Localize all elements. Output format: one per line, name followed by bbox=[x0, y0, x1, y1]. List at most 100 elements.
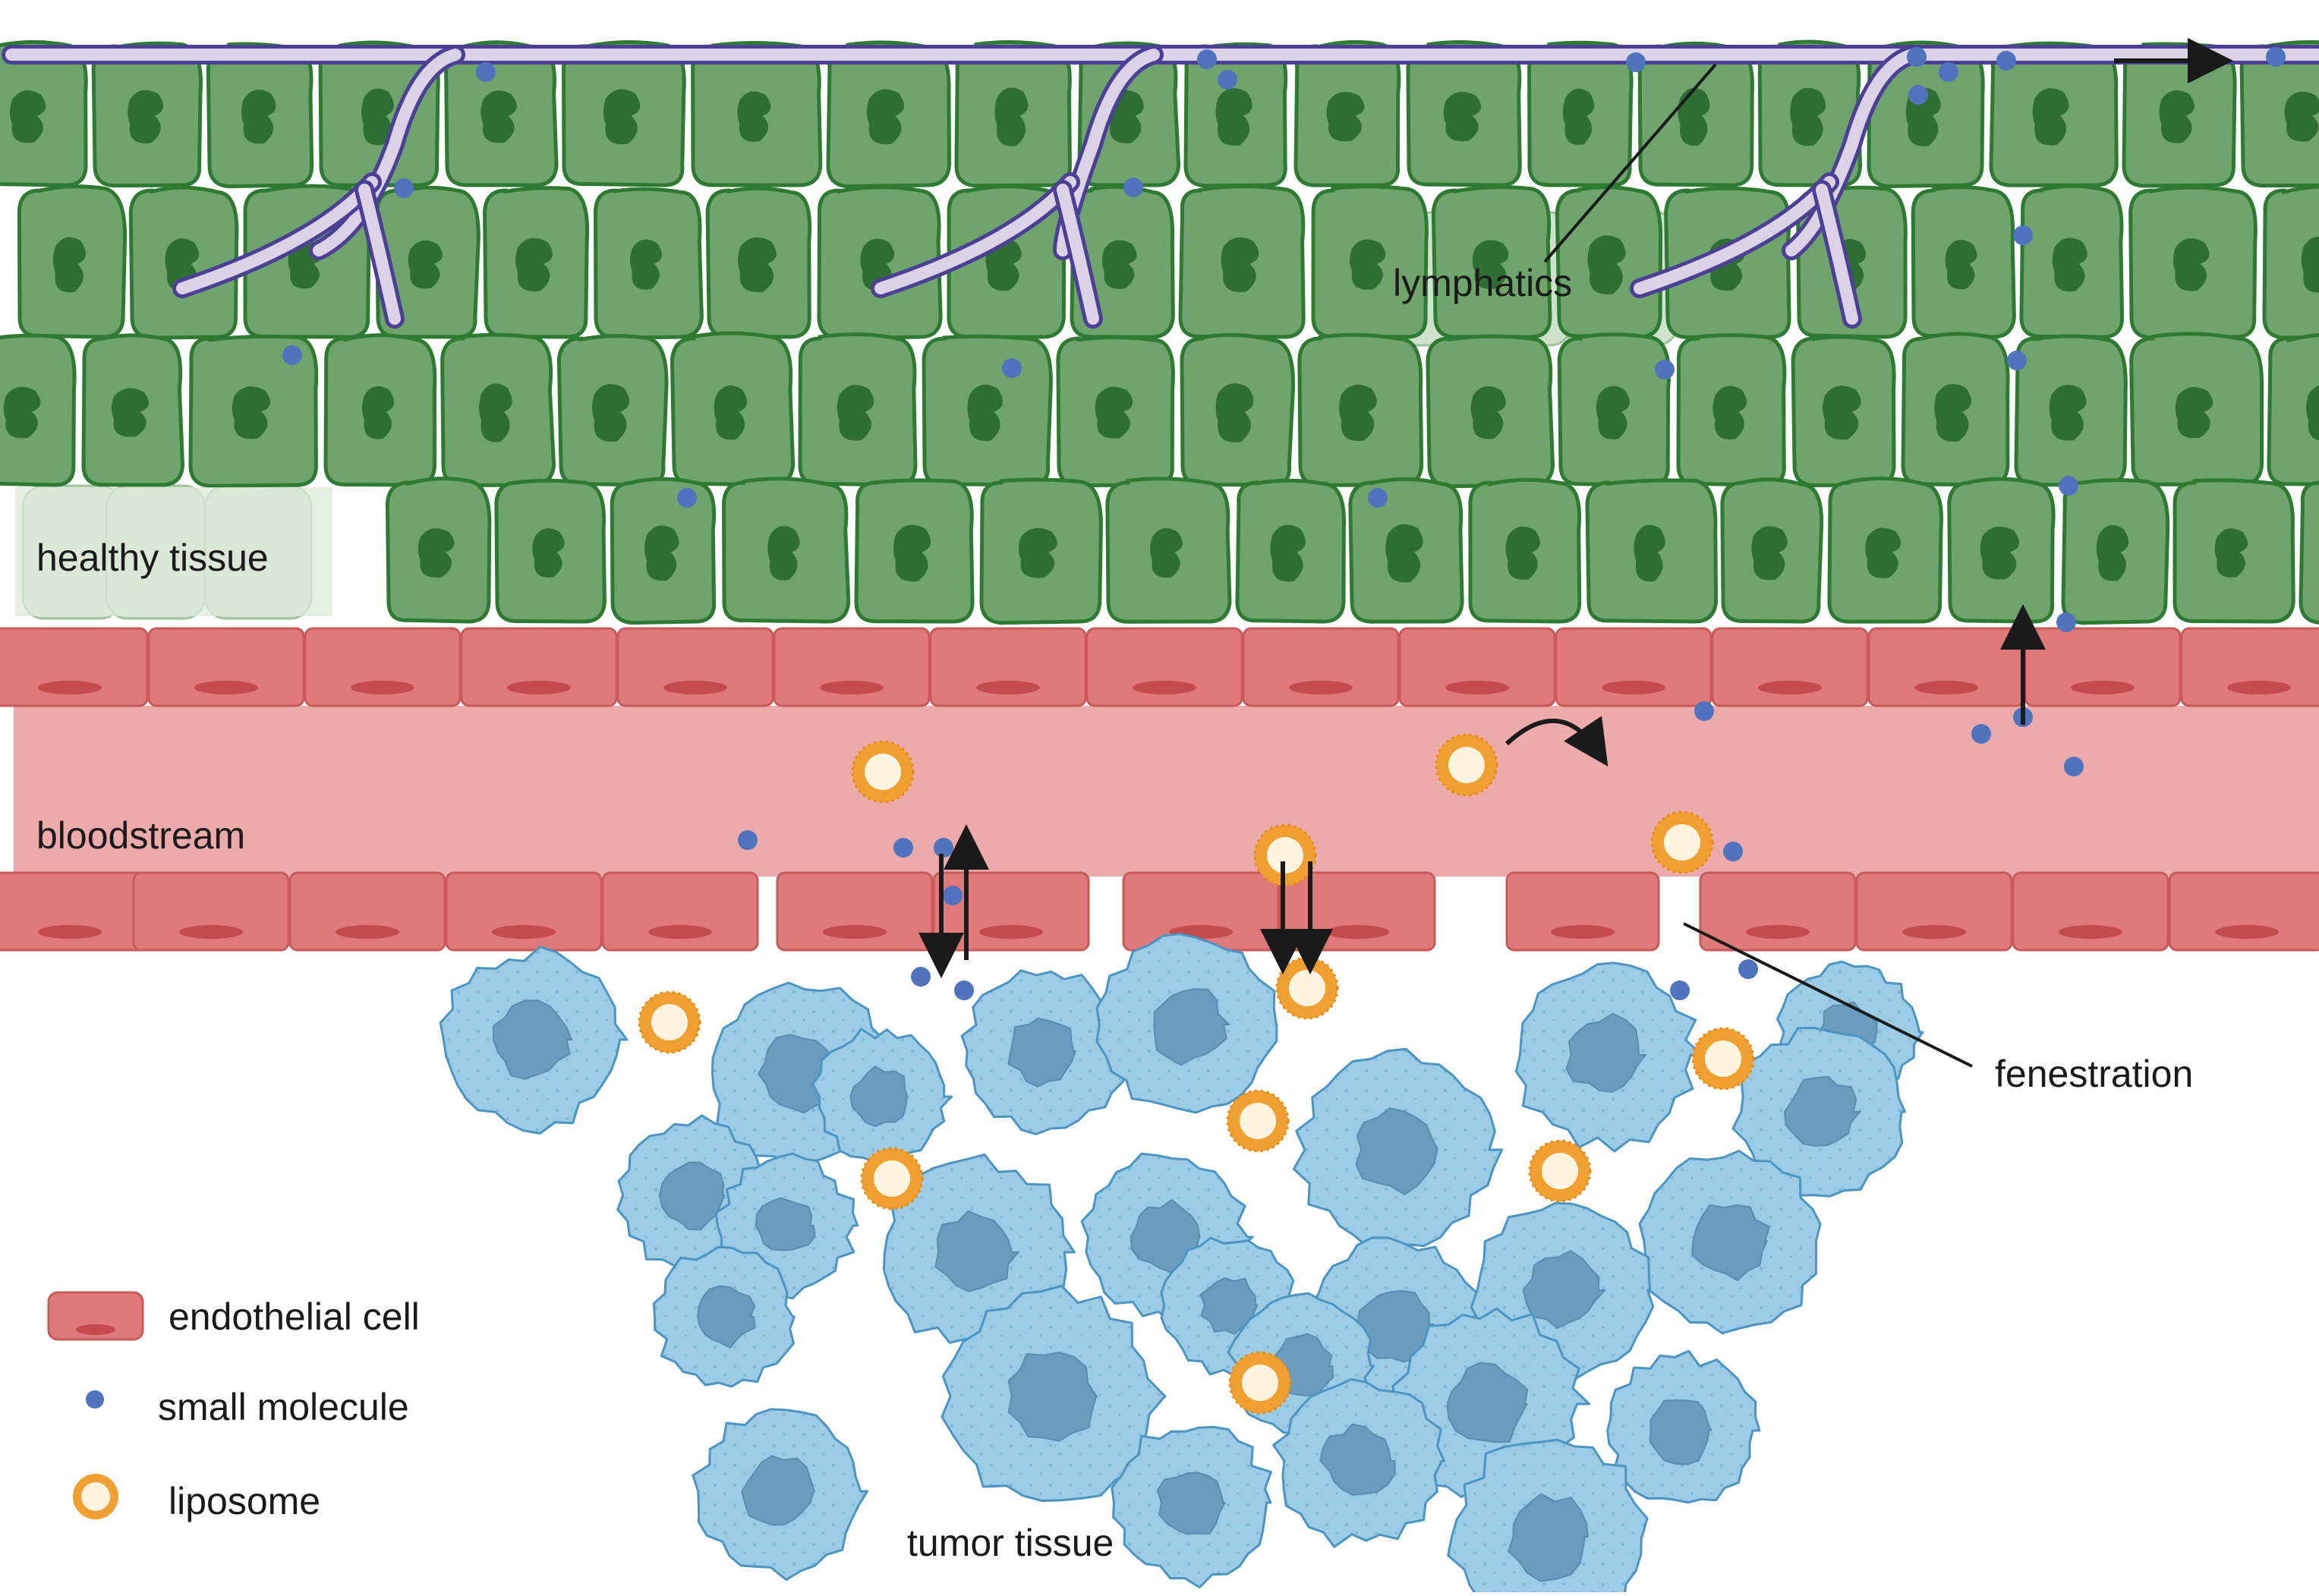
small-molecule-icon bbox=[2056, 612, 2076, 632]
tumor-cell-icon bbox=[1095, 933, 1278, 1114]
healthy-cell-icon bbox=[1555, 185, 1662, 339]
bloodstream-lumen bbox=[14, 706, 2319, 877]
healthy-cell-icon bbox=[1348, 477, 1464, 624]
particles bbox=[282, 47, 2286, 1415]
healthy-cell-icon bbox=[594, 187, 704, 340]
liposome-icon bbox=[860, 1147, 924, 1210]
endothelial-cell-icon bbox=[1085, 627, 1243, 707]
small-molecule-icon bbox=[1723, 842, 1743, 861]
liposome-icon bbox=[1650, 811, 1714, 874]
endothelial-cell-icon bbox=[304, 627, 462, 707]
tumor-cell-icon bbox=[1111, 1425, 1272, 1589]
tumor-cell-icon bbox=[1292, 1047, 1503, 1249]
endothelial-cell-icon bbox=[932, 871, 1090, 952]
small-molecule-icon bbox=[282, 345, 302, 365]
healthy-cell-icon bbox=[1426, 334, 1555, 489]
small-molecule-icon bbox=[1197, 49, 1217, 69]
healthy-cell-icon bbox=[556, 334, 669, 487]
small-molecule-icon bbox=[1971, 724, 1991, 744]
endothelial-cell-icon bbox=[445, 871, 603, 952]
healthy-cell-icon bbox=[1557, 332, 1671, 487]
healthy-cell-icon bbox=[2239, 39, 2319, 188]
healthy-cell-icon bbox=[1431, 184, 1552, 339]
healthy-tissue-label: healthy tissue bbox=[36, 537, 269, 579]
healthy-cell-icon bbox=[17, 184, 127, 339]
endothelial-cell-icon bbox=[601, 871, 759, 952]
small-molecule-icon bbox=[893, 838, 913, 858]
healthy-cell-icon bbox=[1791, 335, 1896, 487]
healthy-cell-icon bbox=[494, 478, 607, 624]
healthy-cell-icon bbox=[2019, 184, 2125, 339]
arrow-icon bbox=[1505, 716, 1608, 767]
healthy-cell-icon bbox=[1297, 332, 1424, 487]
healthy-cell-icon bbox=[0, 333, 77, 487]
endothelial-cell-icon bbox=[2180, 627, 2319, 707]
legend-liposome-icon bbox=[73, 1474, 118, 1519]
healthy-cell-icon bbox=[1757, 39, 1863, 187]
legend-endothelial-cell-label: endothelial cell bbox=[169, 1295, 420, 1338]
endothelial-cell-icon bbox=[1398, 627, 1556, 707]
legend-small-molecule-icon bbox=[86, 1390, 104, 1409]
healthy-cell-icon bbox=[1468, 477, 1582, 624]
tumor-cell-icon bbox=[811, 1028, 953, 1163]
liposome-icon bbox=[1226, 1089, 1290, 1153]
healthy-cell-icon bbox=[128, 185, 239, 340]
healthy-cell-icon bbox=[1676, 333, 1787, 487]
healthy-cell-icon bbox=[188, 334, 319, 488]
healthy-cell-icon bbox=[817, 185, 943, 341]
small-molecule-icon bbox=[2266, 47, 2286, 67]
small-molecule-icon bbox=[1670, 981, 1690, 1000]
small-molecule-icon bbox=[2007, 351, 2027, 370]
lymph-vessel-icon bbox=[354, 180, 405, 329]
endothelial-cell-icon bbox=[2168, 871, 2319, 952]
healthy-cell-icon bbox=[2262, 184, 2319, 340]
small-molecule-icon bbox=[677, 488, 697, 508]
blood-vessel bbox=[0, 627, 2319, 952]
healthy-cell-icon bbox=[854, 478, 975, 624]
liposome-icon bbox=[1528, 1139, 1592, 1203]
transport-arrows bbox=[918, 38, 2233, 978]
small-molecule-icon bbox=[2013, 225, 2033, 245]
lymphatic-vessels bbox=[2, 45, 2319, 329]
healthy-cell-icon bbox=[375, 185, 480, 339]
endothelial-cell-icon bbox=[773, 627, 931, 707]
tumor-cell-icon bbox=[1272, 1377, 1446, 1548]
healthy-cell-icon bbox=[1947, 477, 2056, 624]
tumor-cell-icon bbox=[1606, 1349, 1761, 1504]
small-molecule-icon bbox=[911, 967, 931, 987]
small-molecule-icon bbox=[394, 178, 414, 198]
endothelial-cell-icon bbox=[0, 871, 149, 952]
legend-liposome-label: liposome bbox=[169, 1480, 320, 1522]
healthy-cell-icon bbox=[1235, 478, 1347, 624]
healthy-cell-icon bbox=[1406, 40, 1522, 187]
healthy-cell-icon bbox=[670, 331, 796, 487]
small-molecule-icon bbox=[954, 981, 974, 1000]
legend-endothelial-cell-icon bbox=[47, 1291, 144, 1341]
tumor-cell-icon bbox=[941, 1284, 1167, 1502]
endothelial-cell-icon bbox=[776, 871, 934, 952]
labels: lymphatics healthy tissue bloodstream fe… bbox=[15, 63, 2193, 1564]
liposome-icon bbox=[1691, 1027, 1755, 1091]
liposome-icon bbox=[1228, 1351, 1292, 1415]
tumor-cell-icon bbox=[652, 1245, 796, 1388]
small-molecule-icon bbox=[1738, 959, 1758, 979]
liposome-icon bbox=[851, 740, 915, 804]
healthy-cell-icon bbox=[1178, 184, 1306, 339]
legend-small-molecule-label: small molecule bbox=[158, 1386, 409, 1428]
healthy-cell-icon bbox=[2129, 332, 2264, 487]
small-molecule-icon bbox=[2064, 757, 2084, 776]
lymph-vessel-icon bbox=[1812, 180, 1862, 329]
healthy-tissue-region bbox=[0, 39, 2319, 625]
healthy-cell-icon bbox=[440, 332, 556, 487]
healthy-cell-icon bbox=[323, 333, 437, 487]
tumor-cell-icon bbox=[1638, 1150, 1822, 1335]
small-molecule-icon bbox=[1123, 178, 1143, 197]
healthy-tissue-label-bg bbox=[15, 487, 332, 616]
endothelial-cell-icon bbox=[1278, 871, 1436, 952]
liposome-icon bbox=[1253, 823, 1317, 887]
lymph-vessel-icon bbox=[1053, 180, 1103, 329]
lymph-vessel-icon bbox=[309, 45, 465, 260]
bloodstream-label: bloodstream bbox=[36, 814, 245, 857]
healthy-cell-icon bbox=[2122, 42, 2237, 188]
